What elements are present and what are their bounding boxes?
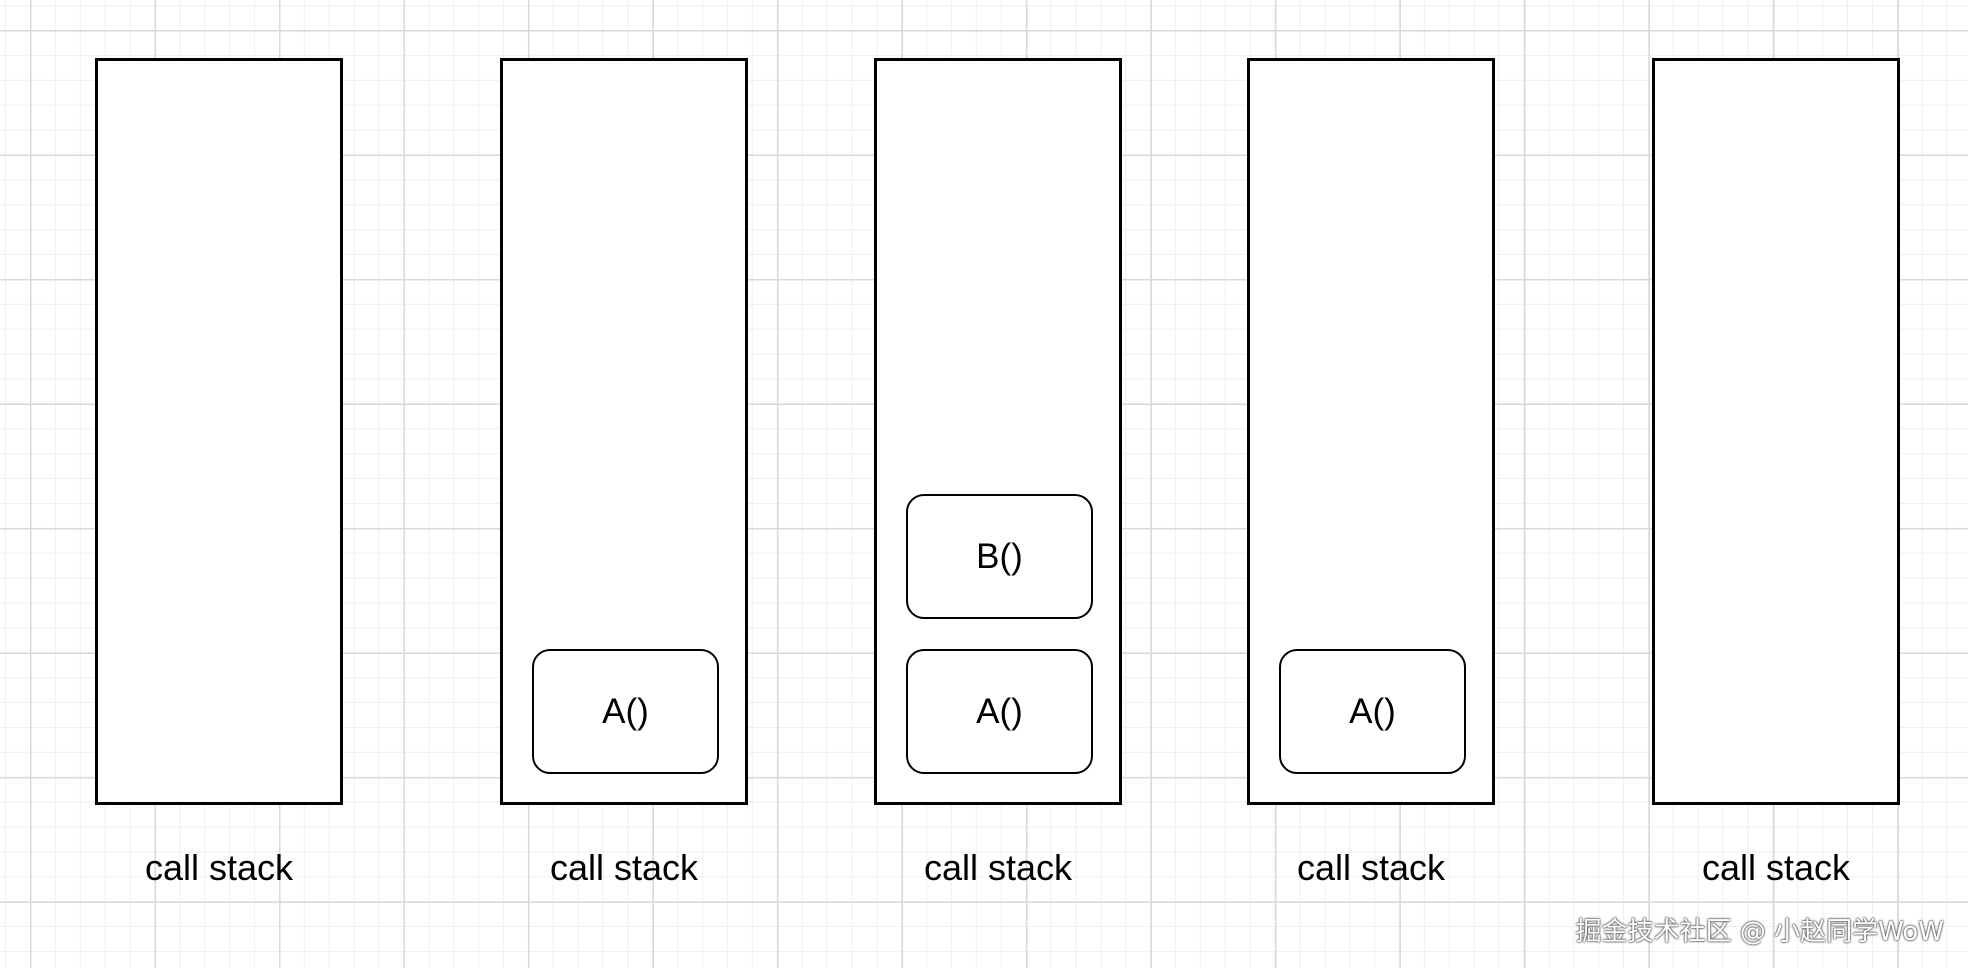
- call-stack-label-4: call stack: [1296, 847, 1446, 888]
- stack-frame-a: A(): [906, 649, 1093, 774]
- watermark: 掘金技术社区 @ 小赵同学WoW: [1575, 917, 1944, 947]
- call-stack-label-1: call stack: [144, 847, 294, 888]
- stack-frame-a: A(): [532, 649, 719, 774]
- call-stack-label-2: call stack: [549, 847, 699, 888]
- call-stack-box-5: [1652, 58, 1900, 805]
- stack-frame-b: B(): [906, 494, 1093, 619]
- stack-frame-a: A(): [1279, 649, 1466, 774]
- call-stack-box-3: A() B(): [874, 58, 1122, 805]
- call-stack-box-2: A(): [500, 58, 748, 805]
- call-stack-box-4: A(): [1247, 58, 1495, 805]
- call-stack-label-5: call stack: [1701, 847, 1851, 888]
- call-stack-box-1: [95, 58, 343, 805]
- call-stack-label-3: call stack: [923, 847, 1073, 888]
